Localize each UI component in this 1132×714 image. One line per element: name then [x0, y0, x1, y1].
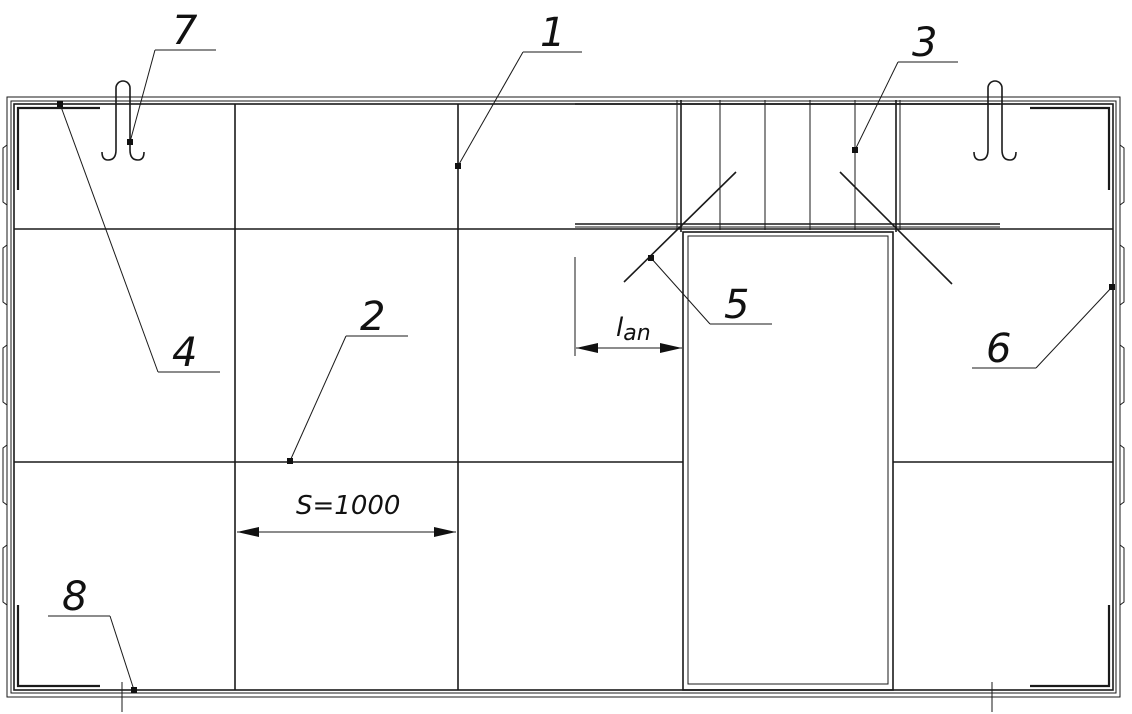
- horizontal-bars: [14, 228, 1113, 463]
- anchorage-subscript: an: [623, 321, 650, 346]
- callout-2: 2: [360, 294, 385, 340]
- anchorage-dimension: lan: [574, 257, 682, 356]
- anchorage-symbol: l: [616, 313, 624, 343]
- door-opening: [682, 231, 894, 691]
- leader-8: 8: [48, 574, 137, 693]
- leader-3: 3: [852, 20, 958, 153]
- diagonal-bars: [623, 171, 953, 285]
- corner-bars: [16, 106, 1111, 688]
- vertical-bars: [234, 100, 897, 690]
- callout-3: 3: [912, 20, 937, 66]
- leader-6: 6: [972, 284, 1115, 372]
- leader-2: 2: [287, 294, 408, 464]
- callout-1: 1: [540, 10, 565, 56]
- lifting-loop-right: [973, 80, 1017, 161]
- leader-1: 1: [455, 10, 582, 169]
- callout-5: 5: [724, 282, 749, 328]
- spacing-label: S=1000: [296, 491, 400, 521]
- lintel-cage: [575, 100, 1000, 230]
- callout-6: 6: [986, 326, 1011, 372]
- leader-5: 5: [648, 255, 772, 328]
- callout-4: 4: [172, 330, 197, 376]
- spacing-dimension: S=1000: [237, 491, 456, 537]
- anchorage-label: lan: [616, 313, 651, 346]
- leader-4: 4: [57, 101, 220, 376]
- leader-7: 7: [127, 8, 216, 145]
- panel-frame: [6, 96, 1121, 698]
- callout-7: 7: [172, 8, 198, 54]
- left-edge-profile: [2, 144, 8, 606]
- lifting-loop-left: [101, 80, 145, 161]
- callout-8: 8: [62, 574, 87, 620]
- right-edge-profile: [1119, 144, 1125, 606]
